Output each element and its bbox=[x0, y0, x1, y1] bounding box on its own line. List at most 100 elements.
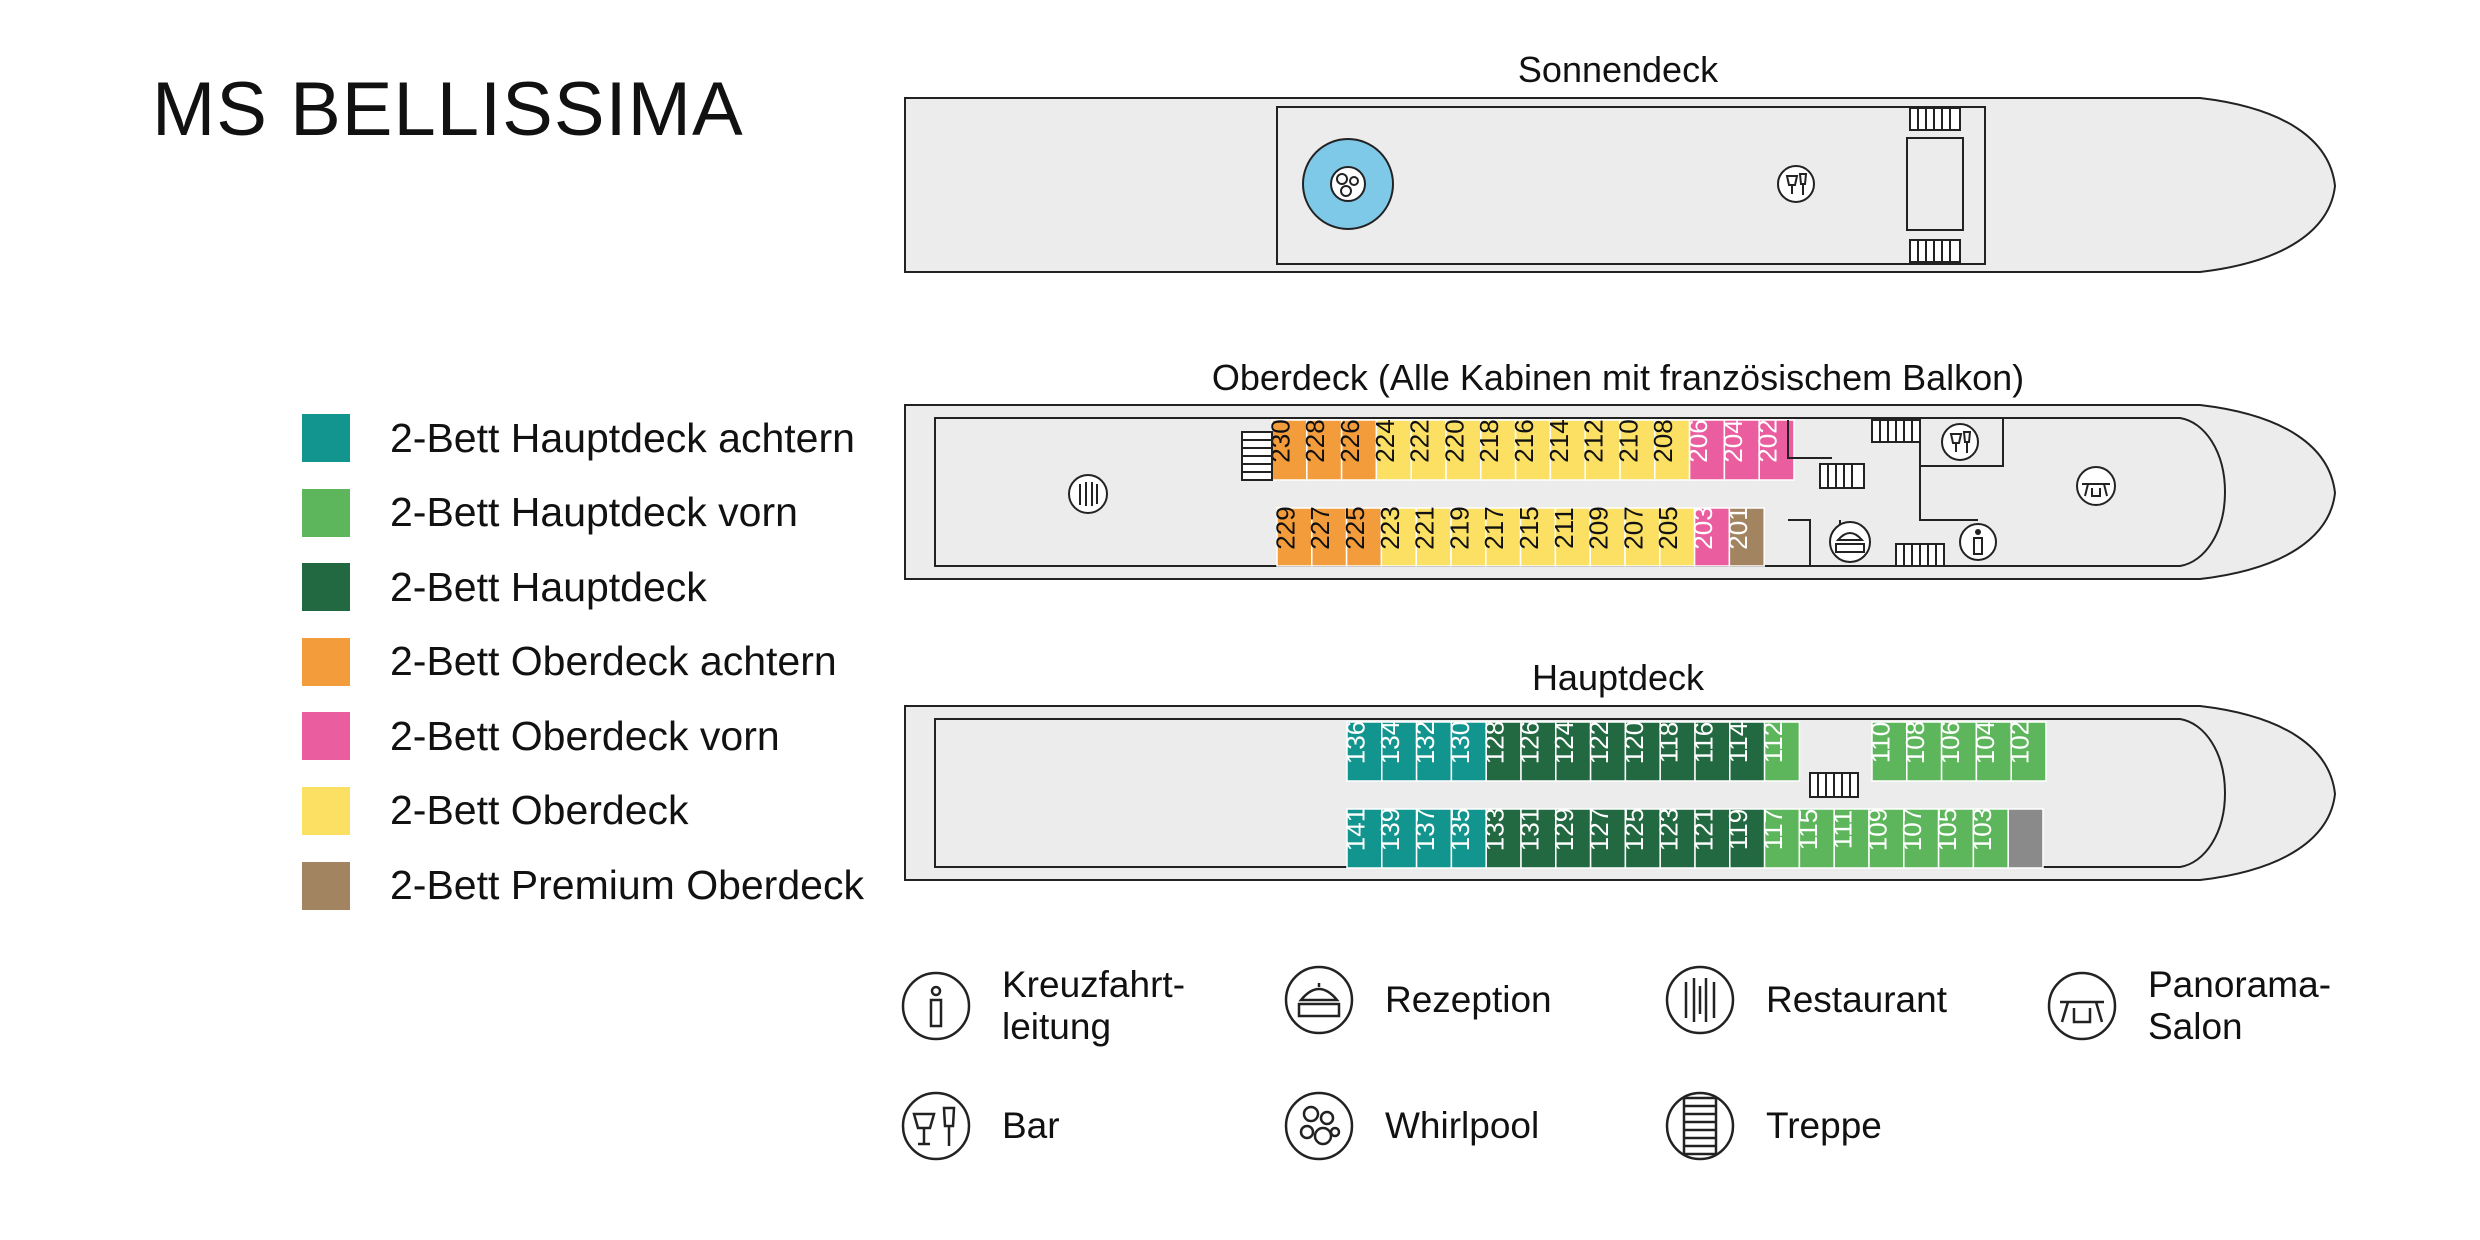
stairs-icon bbox=[1909, 239, 1961, 263]
cabin-133[interactable]: 133 bbox=[1480, 808, 1522, 869]
cabin-number: 129 bbox=[1549, 808, 1579, 851]
cabin-128[interactable]: 128 bbox=[1480, 721, 1522, 782]
cabin-number: 107 bbox=[1897, 808, 1927, 851]
cabin-107[interactable]: 107 bbox=[1897, 808, 1940, 869]
cabin-134[interactable]: 134 bbox=[1375, 721, 1418, 782]
legend-swatch bbox=[302, 563, 350, 612]
legend-label: 2-Bett Oberdeck bbox=[390, 787, 689, 834]
cabin-number: 120 bbox=[1619, 721, 1649, 764]
cabin-208[interactable]: 208 bbox=[1648, 419, 1691, 481]
cabin-130[interactable]: 130 bbox=[1445, 721, 1487, 782]
cabin-204[interactable]: 204 bbox=[1718, 419, 1760, 481]
cabin-number: 121 bbox=[1688, 808, 1718, 851]
cabin-number: 215 bbox=[1514, 506, 1544, 549]
cabin-126[interactable]: 126 bbox=[1514, 721, 1557, 782]
deck-title-sonnendeck: Sonnendeck bbox=[1518, 49, 1719, 90]
cabin-209[interactable]: 209 bbox=[1584, 506, 1626, 567]
cabin-117[interactable]: 117 bbox=[1758, 808, 1801, 869]
cabin-230[interactable]: 230 bbox=[1265, 419, 1308, 481]
facility-legend-label: Whirlpool bbox=[1385, 1105, 1540, 1146]
stairs-icon bbox=[1665, 1091, 1735, 1161]
cabin-116[interactable]: 116 bbox=[1688, 721, 1731, 782]
cabin-111[interactable]: 111 bbox=[1828, 808, 1870, 869]
cabin-102[interactable]: 102 bbox=[2005, 721, 2047, 782]
cabin-number: 207 bbox=[1618, 506, 1648, 549]
cabin-number: 209 bbox=[1584, 506, 1614, 549]
cabin-139[interactable]: 139 bbox=[1375, 808, 1418, 869]
cabin-228[interactable]: 228 bbox=[1300, 419, 1343, 481]
cabin-120[interactable]: 120 bbox=[1619, 721, 1661, 782]
cabin-227[interactable]: 227 bbox=[1305, 506, 1348, 567]
cabin-number: 112 bbox=[1758, 722, 1788, 763]
cabin-118[interactable]: 118 bbox=[1654, 721, 1696, 782]
cabin-119[interactable]: 119 bbox=[1723, 808, 1766, 869]
cabin-136[interactable]: 136 bbox=[1340, 721, 1383, 782]
cabin-223[interactable]: 223 bbox=[1375, 506, 1417, 567]
info-icon bbox=[1959, 523, 1997, 561]
cabin-219[interactable]: 219 bbox=[1444, 506, 1487, 567]
sonnendeck: Sonnendeck bbox=[904, 49, 2337, 273]
cabin-141[interactable]: 141 bbox=[1340, 808, 1383, 869]
stairs-icon bbox=[1895, 543, 1945, 567]
cabin-number: 201 bbox=[1723, 506, 1753, 549]
cabin-211[interactable]: 211 bbox=[1549, 507, 1591, 567]
cabin-114[interactable]: 114 bbox=[1723, 721, 1766, 782]
cabin-104[interactable]: 104 bbox=[1970, 721, 2012, 782]
cabin-225[interactable]: 225 bbox=[1340, 506, 1383, 567]
cabin-137[interactable]: 137 bbox=[1410, 808, 1453, 869]
cabin-number: 229 bbox=[1270, 506, 1300, 549]
cabin-number: 133 bbox=[1480, 808, 1510, 851]
cabin-122[interactable]: 122 bbox=[1584, 721, 1627, 782]
cabin-number: 137 bbox=[1410, 808, 1440, 851]
cabin-number: 141 bbox=[1340, 808, 1370, 851]
cabin-207[interactable]: 207 bbox=[1618, 506, 1661, 567]
cabin-number: 223 bbox=[1375, 506, 1405, 549]
cabin-212[interactable]: 212 bbox=[1579, 419, 1621, 481]
cabin-121[interactable]: 121 bbox=[1688, 808, 1731, 869]
cabin-103[interactable]: 103 bbox=[1967, 808, 2009, 869]
service-block bbox=[2007, 808, 2044, 869]
cabin-229[interactable]: 229 bbox=[1270, 506, 1313, 567]
cabin-number: 217 bbox=[1479, 506, 1509, 549]
cabin-number: 127 bbox=[1584, 808, 1614, 851]
cabin-221[interactable]: 221 bbox=[1410, 506, 1452, 567]
cabin-number: 115 bbox=[1793, 809, 1823, 850]
cabin-201[interactable]: 201 bbox=[1723, 506, 1765, 567]
deck-title-hauptdeck: Hauptdeck bbox=[1532, 657, 1705, 698]
cabin-number: 109 bbox=[1862, 808, 1892, 851]
cabin-115[interactable]: 115 bbox=[1793, 808, 1835, 869]
bar-icon bbox=[901, 1091, 971, 1161]
cabin-216[interactable]: 216 bbox=[1509, 419, 1552, 481]
cabin-220[interactable]: 220 bbox=[1439, 419, 1482, 481]
stairs-icon bbox=[1909, 107, 1961, 131]
cabin-132[interactable]: 132 bbox=[1410, 721, 1453, 782]
whirlpool-icon bbox=[1284, 1091, 1354, 1161]
cabin-number: 136 bbox=[1340, 721, 1370, 764]
legend-swatch bbox=[302, 786, 350, 835]
reception-icon bbox=[1284, 965, 1354, 1035]
legend-swatch bbox=[302, 488, 350, 537]
cabin-127[interactable]: 127 bbox=[1584, 808, 1627, 869]
cabin-109[interactable]: 109 bbox=[1862, 808, 1905, 869]
cabin-125[interactable]: 125 bbox=[1619, 808, 1661, 869]
facility-legend-label: Treppe bbox=[1766, 1105, 1882, 1146]
cabin-203[interactable]: 203 bbox=[1688, 506, 1731, 567]
cabin-131[interactable]: 131 bbox=[1514, 808, 1557, 869]
cabin-217[interactable]: 217 bbox=[1479, 506, 1522, 567]
cabin-205[interactable]: 205 bbox=[1653, 506, 1696, 567]
cabin-number: 124 bbox=[1549, 721, 1579, 764]
cabin-number: 220 bbox=[1439, 419, 1469, 462]
legend-swatch bbox=[302, 712, 350, 761]
cabin-112[interactable]: 112 bbox=[1758, 721, 1801, 782]
legend-label: 2-Bett Oberdeck achtern bbox=[390, 638, 837, 685]
cabin-124[interactable]: 124 bbox=[1549, 721, 1592, 782]
legend-item: 2-Bett Premium Oberdeck bbox=[302, 861, 864, 910]
cabin-135[interactable]: 135 bbox=[1445, 808, 1487, 869]
cabin-number: 203 bbox=[1688, 506, 1718, 549]
cabin-number: 227 bbox=[1305, 506, 1335, 549]
stairs-icon bbox=[1241, 431, 1273, 481]
cabin-123[interactable]: 123 bbox=[1654, 808, 1696, 869]
cabin-106[interactable]: 106 bbox=[1935, 721, 1978, 782]
